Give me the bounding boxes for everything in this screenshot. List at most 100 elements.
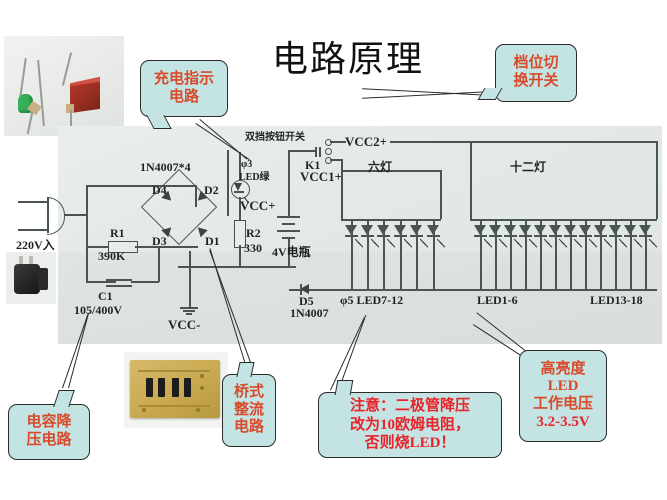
wire-up-to-top	[86, 185, 88, 215]
label-k1: K1	[305, 158, 321, 172]
k1-contact-2[interactable]	[325, 148, 332, 155]
led-branch-wire	[510, 219, 512, 289]
rail-vcc2-mid-down	[470, 141, 472, 219]
callout-tail-bridge-rectifier	[236, 362, 255, 377]
label-bridge-part: 1N4007*4	[140, 160, 191, 174]
wire-led-to-r2	[239, 197, 241, 221]
label-r1: R1	[110, 226, 125, 240]
pcb-board	[130, 360, 220, 418]
led-branch-wire	[351, 219, 353, 289]
callout-line: 否则烧LED！	[364, 435, 456, 452]
wire-ac-bottom	[18, 229, 48, 231]
plug-body	[14, 264, 40, 294]
callout-bridge-rectifier[interactable]: 桥式 整流 电路	[222, 374, 276, 447]
callout-line: 工作电压	[532, 396, 593, 412]
callout-led-spec[interactable]: 高亮度 LED 工作电压 3.2-3.5V	[519, 350, 607, 442]
pcb-diode	[184, 378, 191, 397]
callout-capacitor-stepdown[interactable]: 电容降 压电路	[8, 404, 90, 460]
callout-charging-indicator[interactable]: 充电指示 电路	[140, 60, 228, 117]
rail-vcc1-right-down	[440, 170, 442, 219]
wire-r2-bottom	[239, 245, 241, 267]
led-branch-wire	[480, 219, 482, 289]
wire-led-ind-top	[239, 152, 241, 180]
rail-vcc1-top	[341, 170, 441, 172]
photo-wire	[19, 58, 27, 98]
pcb-diode	[146, 378, 153, 397]
wire-battery-top	[288, 150, 290, 216]
led-branch-wire	[525, 219, 527, 289]
pcb-pad	[200, 386, 204, 390]
pcb-pad	[200, 374, 204, 378]
photo-wire	[70, 110, 72, 134]
led-branch-wire	[630, 219, 632, 289]
photo-wire	[61, 52, 73, 86]
plug-side	[38, 268, 48, 290]
photo-rectifier-pcb	[124, 352, 228, 428]
led-branch-wire	[367, 219, 369, 289]
label-c1-value: 105/400V	[74, 303, 122, 317]
label-led-group-1-6: LED1-6	[477, 293, 518, 307]
label-d2: D2	[204, 183, 219, 197]
rail-vcc2-right-down	[656, 141, 658, 219]
wire-c1-right	[131, 281, 159, 283]
wire-k1-to-vcc1	[330, 159, 342, 161]
pcb-pad	[142, 408, 146, 412]
wire-to-vcc-minus	[189, 266, 191, 308]
label-d4: D4	[152, 183, 167, 197]
label-r2: R2	[246, 226, 261, 240]
label-r1-value: 390K	[98, 249, 126, 263]
callout-line: 电路	[233, 419, 264, 436]
wire-to-k1	[288, 150, 316, 152]
wire-rc-out	[158, 246, 198, 248]
label-ac-input: 220V入	[16, 238, 55, 252]
callout-line: 档位切	[513, 55, 559, 72]
diode-d5-bar	[300, 284, 302, 295]
label-vcc2-plus: VCC2+	[345, 134, 388, 149]
wire-to-bridge-left	[195, 185, 197, 207]
wire-bridge-bottom	[189, 251, 191, 267]
led-branch-wire	[400, 219, 402, 289]
wire-rc-join	[158, 246, 160, 282]
pcb-diode	[158, 378, 165, 397]
rail-vcc1-left-down	[341, 170, 343, 219]
led-branch-wire	[433, 219, 435, 289]
led-branch-wire	[383, 219, 385, 289]
led-branch-wire	[645, 219, 647, 289]
led-branch-wire	[585, 219, 587, 289]
callout-line: 高亮度	[540, 360, 586, 377]
wire-vcc-node	[178, 266, 296, 268]
wire-ac-out	[64, 214, 86, 216]
battery-plate-long-2	[277, 230, 300, 232]
callout-line: 充电指示	[153, 70, 214, 87]
label-twelve-lamps: 十二灯	[510, 160, 547, 174]
wire-vcc1-down	[341, 159, 343, 171]
callout-gear-switch[interactable]: 档位切 换开关	[495, 44, 577, 102]
pcb-trace	[138, 405, 210, 407]
callout-line: 电容降	[26, 414, 72, 431]
ledbank-2-top-rail	[470, 219, 657, 221]
plug-symbol-bar	[47, 197, 49, 233]
plug-pin	[29, 256, 33, 266]
callout-line: 电路	[168, 88, 199, 105]
label-led-indicator: LED绿	[239, 172, 270, 183]
battery-plate-short-1	[282, 223, 295, 225]
label-d1: D1	[205, 234, 220, 248]
wire-k1-to-vcc2	[330, 141, 346, 143]
led-branch-wire	[570, 219, 572, 289]
label-r2-value: 330	[244, 241, 262, 255]
rail-bottom-return	[289, 289, 657, 291]
label-battery: 4V电瓶	[272, 245, 311, 259]
led-branch-wire	[555, 219, 557, 289]
ground-bar-2	[183, 310, 195, 312]
diode-d5-symbol	[300, 284, 309, 294]
wire-to-r1-branch	[86, 214, 88, 247]
pcb-pad	[196, 408, 200, 412]
label-d3: D3	[152, 234, 167, 248]
wire-top-rail	[86, 185, 196, 187]
callout-line: 桥式	[233, 383, 264, 400]
label-vcc-minus: VCC-	[168, 317, 201, 332]
capacitor-c1-plate-bottom	[106, 285, 132, 287]
callout-line: 3.2-3.5V	[536, 413, 590, 430]
led-branch-wire	[600, 219, 602, 289]
callout-warning[interactable]: 注意：二极管降压 改为10欧姆电阻， 否则烧LED！	[318, 392, 502, 458]
